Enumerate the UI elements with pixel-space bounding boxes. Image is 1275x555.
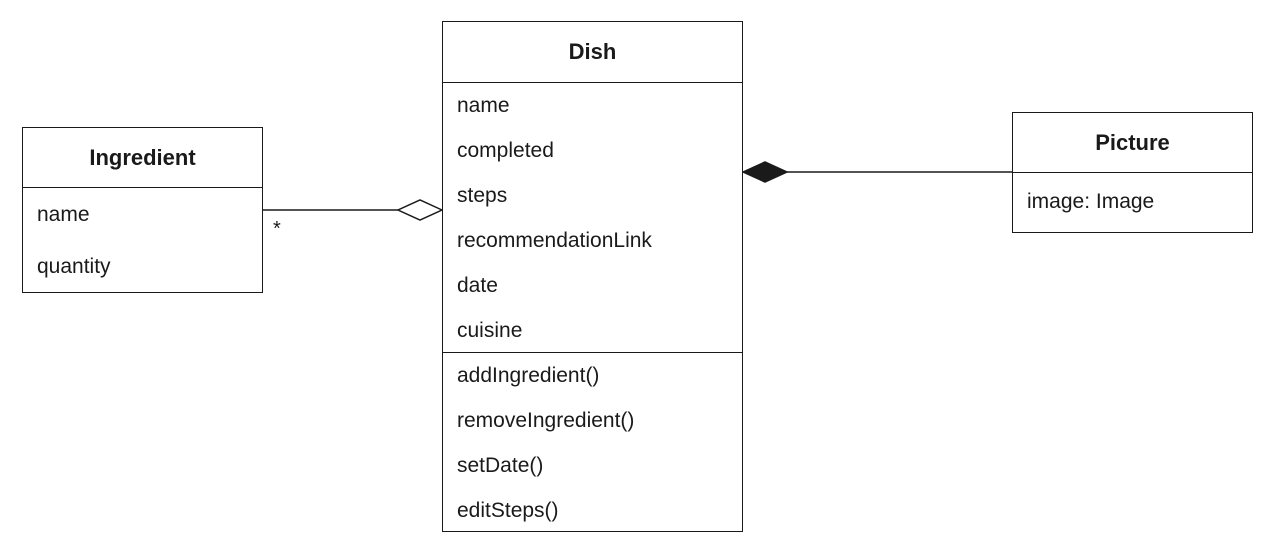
dish-class-box[interactable]: Dish name completed steps recommendation… (442, 21, 743, 532)
picture-attributes: image: Image (1013, 173, 1252, 231)
dish-attribute: steps (457, 184, 508, 207)
dish-method: editSteps() (457, 499, 559, 522)
dish-attribute: recommendationLink (457, 229, 652, 252)
ingredient-attribute: quantity (37, 255, 111, 278)
ingredient-class-box[interactable]: Ingredient name quantity (22, 127, 263, 293)
dish-method: addIngredient() (457, 364, 600, 387)
dish-method: removeIngredient() (457, 409, 635, 432)
picture-class-name: Picture (1013, 113, 1252, 173)
dish-attribute: name (457, 94, 510, 117)
dish-methods: addIngredient() removeIngredient() setDa… (443, 353, 742, 531)
composition-diamond (741, 161, 789, 183)
dish-attribute: date (457, 274, 498, 297)
dish-attribute: cuisine (457, 319, 523, 342)
dish-class-name: Dish (443, 22, 742, 83)
aggregation-diamond (396, 199, 444, 221)
picture-attribute: image: Image (1027, 190, 1155, 213)
ingredient-class-name: Ingredient (23, 128, 262, 188)
ingredient-attribute: name (37, 203, 90, 226)
ingredient-multiplicity-label: * (273, 218, 281, 240)
dish-method: setDate() (457, 454, 544, 477)
ingredient-attributes: name quantity (23, 188, 262, 292)
dish-attributes: name completed steps recommendationLink … (443, 83, 742, 353)
picture-class-box[interactable]: Picture image: Image (1012, 112, 1253, 233)
dish-attribute: completed (457, 139, 554, 162)
